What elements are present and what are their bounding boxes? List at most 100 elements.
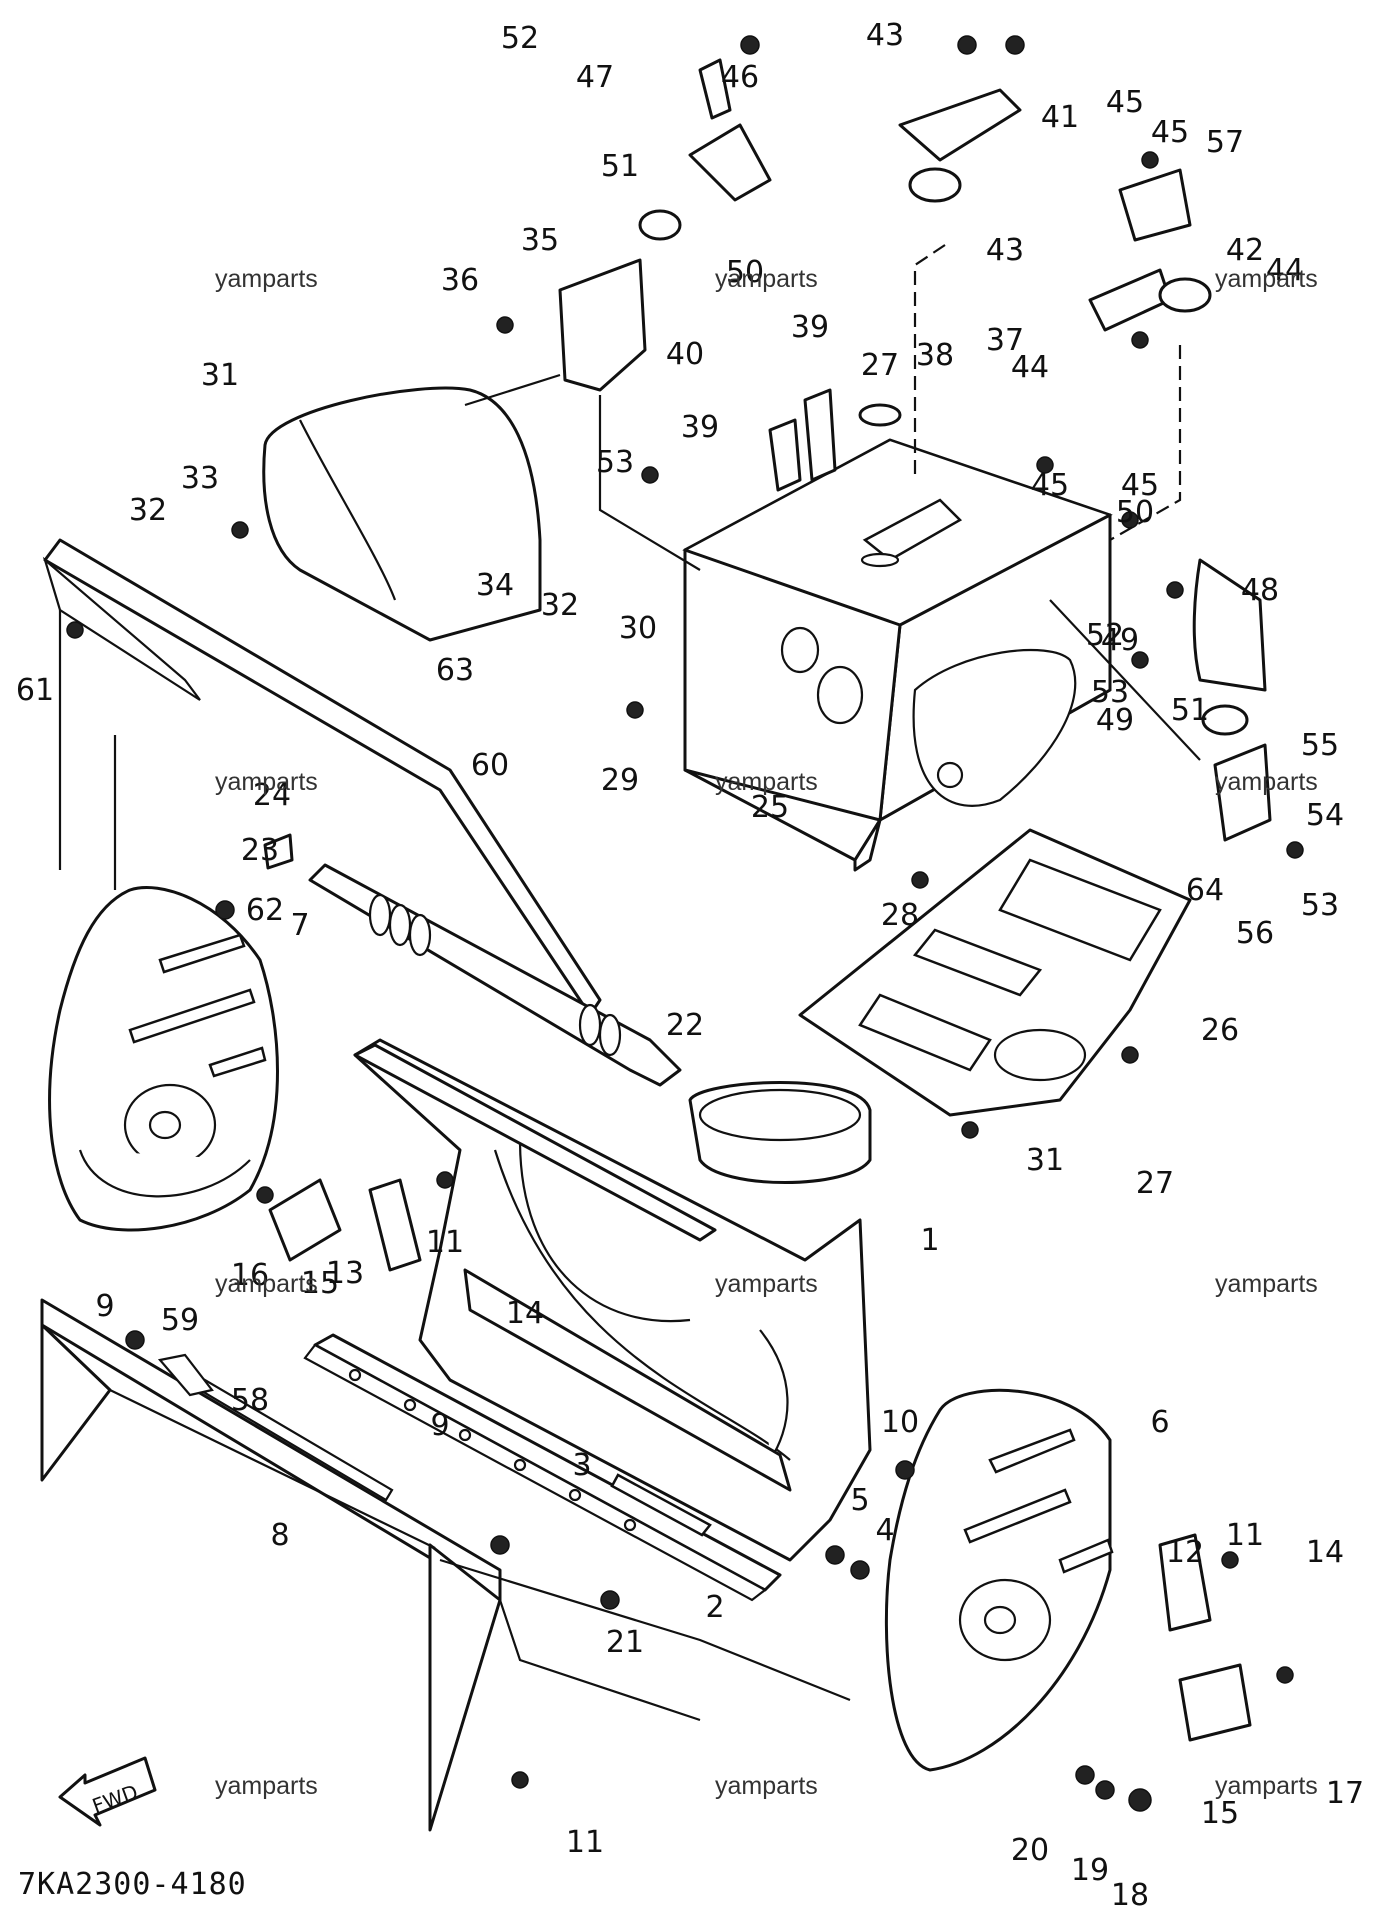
bracket-58-41 <box>1088 168 1192 332</box>
callout-52: 52 <box>501 21 539 56</box>
skirt-strips <box>157 1353 394 1502</box>
callout-60: 60 <box>471 748 509 783</box>
callout-12: 12 <box>1166 1535 1204 1570</box>
callout-10: 10 <box>881 1405 919 1440</box>
callout-22: 22 <box>666 1008 704 1043</box>
callout-43: 43 <box>986 233 1024 268</box>
callout-32: 32 <box>541 588 579 623</box>
callout-43: 43 <box>866 18 904 53</box>
callout-14: 14 <box>506 1296 544 1331</box>
bracket-56 <box>1213 743 1272 842</box>
drawing-code: 7KA2300-4180 <box>18 1867 247 1902</box>
watermark-text: yamparts <box>715 1270 818 1298</box>
bracket-40 <box>898 88 1022 162</box>
bottom-plate <box>798 828 1192 1117</box>
callout-45: 45 <box>1151 115 1189 150</box>
callout-2: 2 <box>705 1590 724 1625</box>
mount-44 <box>908 167 1212 313</box>
callout-50: 50 <box>1116 495 1154 530</box>
callout-37: 37 <box>986 323 1024 358</box>
callout-42: 42 <box>1226 233 1264 268</box>
callout-4: 4 <box>875 1513 894 1548</box>
callout-56: 56 <box>1236 916 1274 951</box>
callout-39: 39 <box>681 410 719 445</box>
callout-59: 59 <box>161 1303 199 1338</box>
callout-11: 11 <box>426 1225 464 1260</box>
callout-61: 61 <box>16 673 54 708</box>
callout-29: 29 <box>601 763 639 798</box>
callout-21: 21 <box>606 1625 644 1660</box>
cap-26 <box>858 403 902 427</box>
watermark-text: yamparts <box>1215 1772 1318 1800</box>
callout-27: 27 <box>861 348 899 383</box>
callout-64: 64 <box>1186 873 1224 908</box>
callout-41: 41 <box>1041 100 1079 135</box>
callout-44: 44 <box>1266 253 1304 288</box>
callout-54: 54 <box>1306 798 1344 833</box>
callout-39: 39 <box>791 310 829 345</box>
bracket-46-47 <box>688 58 772 202</box>
bracket-33 <box>558 258 647 392</box>
watermark-text: yamparts <box>215 768 318 796</box>
fasteners <box>66 35 1304 1812</box>
callout-48: 48 <box>1241 573 1279 608</box>
callout-33: 33 <box>181 461 219 496</box>
left-side-plate <box>48 886 279 1232</box>
bushing-52 <box>638 209 1249 736</box>
callout-53: 53 <box>1091 675 1129 710</box>
auger-shaft <box>308 863 682 1087</box>
watermark-text: yamparts <box>715 265 818 293</box>
callout-16: 16 <box>231 1258 269 1293</box>
callout-28: 28 <box>881 898 919 933</box>
callout-11: 11 <box>1226 1518 1264 1553</box>
bracket-37-38 <box>768 388 837 492</box>
auger-housing <box>353 1038 872 1562</box>
callout-13: 13 <box>326 1256 364 1291</box>
assembly-lines <box>113 244 1201 1722</box>
callout-38: 38 <box>916 338 954 373</box>
bracket-21 <box>263 833 294 870</box>
callout-58: 58 <box>231 1383 269 1418</box>
callout-46: 46 <box>721 60 759 95</box>
callout-1: 1 <box>920 1223 939 1258</box>
callout-11: 11 <box>566 1825 604 1860</box>
plate-48 <box>1192 558 1267 692</box>
bracket-13-14 <box>268 1178 1252 1742</box>
watermark-text: yamparts <box>1215 768 1318 796</box>
callout-53: 53 <box>596 445 634 480</box>
callout-35: 35 <box>521 223 559 258</box>
callout-63: 63 <box>436 653 474 688</box>
callout-32: 32 <box>129 493 167 528</box>
callout-20: 20 <box>1011 1833 1049 1868</box>
callout-6: 6 <box>1150 1405 1169 1440</box>
callout-27: 27 <box>1136 1166 1174 1201</box>
watermark-text: yamparts <box>215 1772 318 1800</box>
callout-52: 52 <box>1086 618 1124 653</box>
callout-17: 17 <box>1326 1776 1364 1811</box>
watermark-text: yamparts <box>1215 265 1318 293</box>
callout-30: 30 <box>619 611 657 646</box>
cutting-edge <box>303 1333 782 1602</box>
gearbox-frame <box>682 438 1113 872</box>
callout-15: 15 <box>1201 1796 1239 1831</box>
upper-rail <box>42 538 602 1017</box>
watermark-text: yamparts <box>1215 1270 1318 1298</box>
callout-14: 14 <box>1306 1535 1344 1570</box>
callout-19: 19 <box>1071 1853 1109 1888</box>
callout-57: 57 <box>1206 125 1244 160</box>
callout-9: 9 <box>430 1408 449 1443</box>
callout-24: 24 <box>253 778 291 813</box>
callout-49: 49 <box>1096 703 1134 738</box>
callout-25: 25 <box>751 790 789 825</box>
watermark-text: yamparts <box>215 265 318 293</box>
callout-34: 34 <box>476 568 514 603</box>
callout-9: 9 <box>95 1289 114 1324</box>
skirt-panel <box>40 1298 502 1832</box>
callout-53: 53 <box>1301 888 1339 923</box>
callout-45: 45 <box>1121 468 1159 503</box>
callout-18: 18 <box>1111 1878 1149 1913</box>
callout-47: 47 <box>576 60 614 95</box>
watermark-text: yamparts <box>715 1772 818 1800</box>
